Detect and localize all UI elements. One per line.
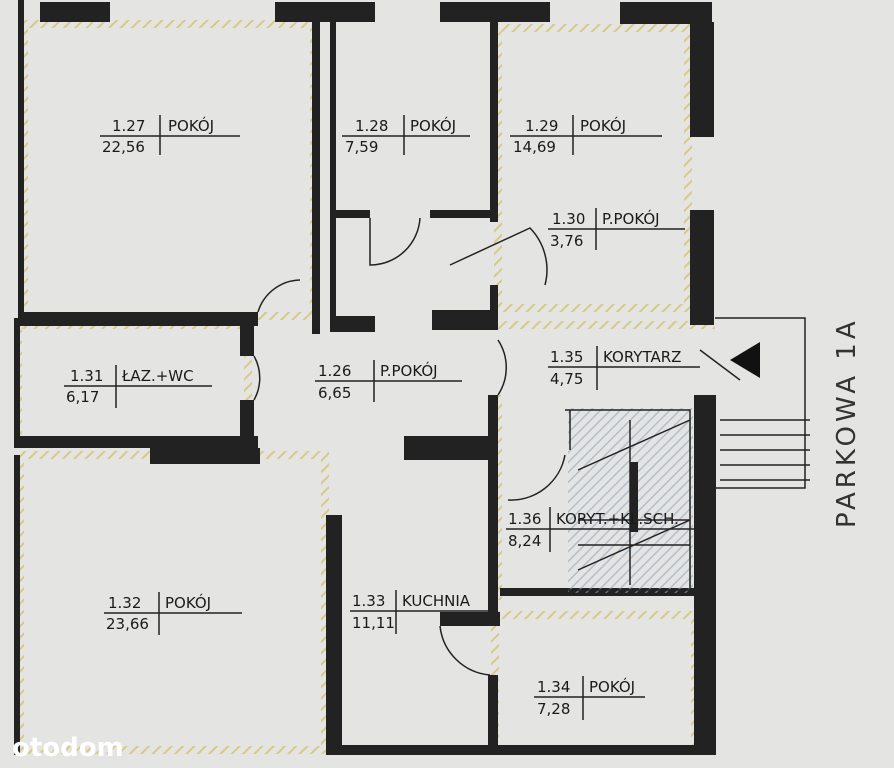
entrance-steps	[715, 317, 810, 489]
svg-text:6,65: 6,65	[318, 384, 351, 402]
svg-text:6,17: 6,17	[66, 388, 99, 406]
svg-text:1.26: 1.26	[318, 362, 351, 380]
svg-text:POKÓJ: POKÓJ	[589, 677, 635, 696]
svg-text:P.POKÓJ: P.POKÓJ	[602, 209, 660, 228]
room-label-1-36: 1.36 KORYT.+KL.SCH. 8,24	[506, 507, 700, 552]
room-label-1-26: 1.26 P.POKÓJ 6,65	[315, 360, 462, 402]
svg-text:1.35: 1.35	[550, 348, 583, 366]
svg-text:23,66: 23,66	[106, 615, 149, 633]
room-label-1-34: 1.34 POKÓJ 7,28	[534, 676, 645, 720]
svg-text:P.POKÓJ: P.POKÓJ	[380, 361, 438, 380]
svg-text:3,76: 3,76	[550, 232, 583, 250]
room-label-1-30: 1.30 P.POKÓJ 3,76	[548, 208, 685, 250]
svg-text:KUCHNIA: KUCHNIA	[402, 592, 471, 610]
entrance-arrow-icon	[730, 342, 760, 378]
svg-text:POKÓJ: POKÓJ	[165, 593, 211, 612]
svg-text:7,59: 7,59	[345, 138, 378, 156]
otodom-watermark: otodom	[12, 733, 124, 763]
svg-text:1.27: 1.27	[112, 117, 145, 135]
svg-text:7,28: 7,28	[537, 700, 570, 718]
svg-text:ŁAZ.+WC: ŁAZ.+WC	[121, 367, 194, 385]
svg-text:22,56: 22,56	[102, 138, 145, 156]
room-label-1-28: 1.28 POKÓJ 7,59	[342, 115, 470, 156]
room-label-1-35: 1.35 KORYTARZ 4,75	[548, 346, 700, 390]
staircase	[505, 408, 693, 593]
svg-text:1.36: 1.36	[508, 510, 541, 528]
room-label-1-27: 1.27 POKÓJ 22,56	[100, 115, 240, 156]
svg-text:14,69: 14,69	[513, 138, 556, 156]
svg-text:1.28: 1.28	[355, 117, 388, 135]
svg-text:POKÓJ: POKÓJ	[580, 116, 626, 135]
svg-text:1.33: 1.33	[352, 592, 385, 610]
svg-text:1.31: 1.31	[70, 367, 103, 385]
svg-text:POKÓJ: POKÓJ	[168, 116, 214, 135]
door-swings	[253, 217, 741, 676]
svg-text:KORYTARZ: KORYTARZ	[603, 348, 681, 366]
svg-text:8,24: 8,24	[508, 532, 541, 550]
room-label-1-33: 1.33 KUCHNIA 11,11	[350, 590, 492, 634]
room-label-1-32: 1.32 POKÓJ 23,66	[104, 592, 242, 635]
street-address: PARKOWA 1A	[832, 317, 862, 528]
svg-text:POKÓJ: POKÓJ	[410, 116, 456, 135]
svg-text:1.32: 1.32	[108, 594, 141, 612]
svg-text:11,11: 11,11	[352, 614, 395, 632]
svg-text:KORYT.+KL.SCH.: KORYT.+KL.SCH.	[556, 510, 679, 528]
room-label-1-31: 1.31 ŁAZ.+WC 6,17	[64, 365, 212, 408]
walls	[14, 0, 716, 755]
svg-text:1.30: 1.30	[552, 210, 585, 228]
svg-text:1.29: 1.29	[525, 117, 558, 135]
svg-text:1.34: 1.34	[537, 678, 570, 696]
svg-text:4,75: 4,75	[550, 370, 583, 388]
room-label-1-29: 1.29 POKÓJ 14,69	[510, 115, 662, 156]
